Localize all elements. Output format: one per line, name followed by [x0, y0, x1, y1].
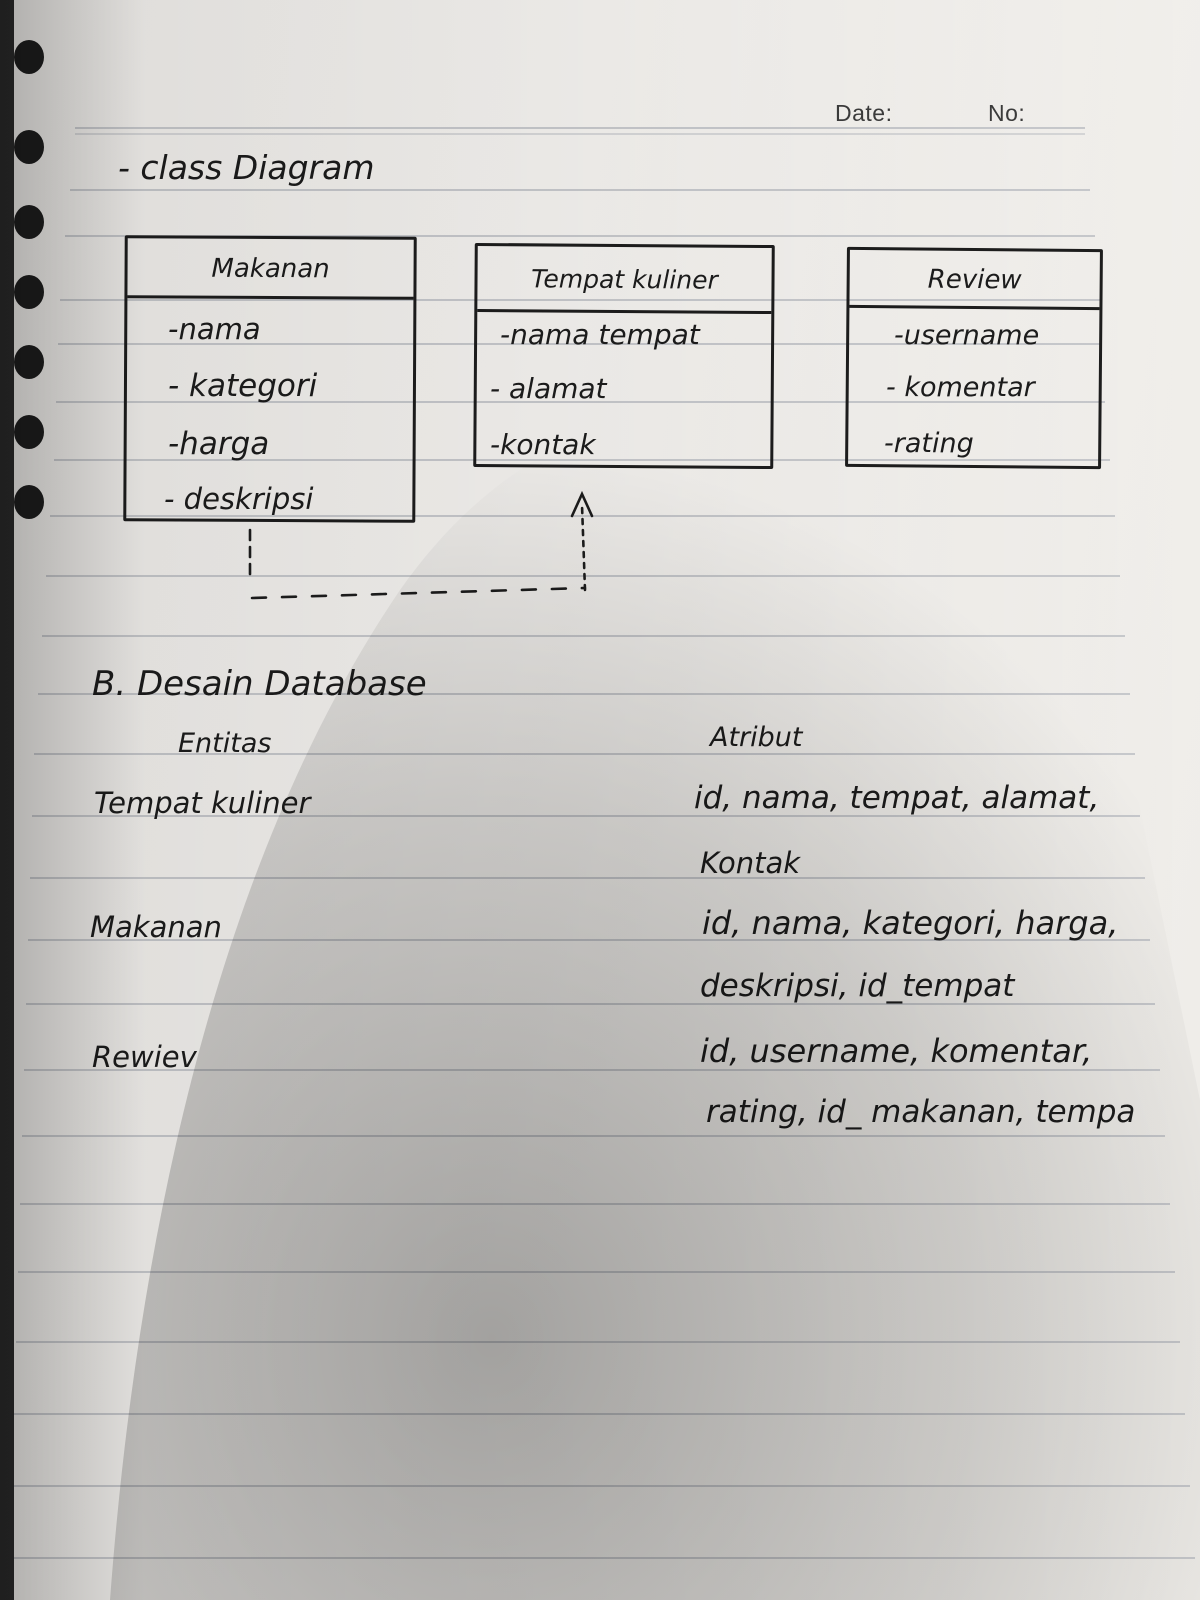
binding-hole — [14, 415, 44, 449]
class-name: Tempat kuliner — [477, 245, 772, 315]
class-name: Makanan — [127, 238, 414, 300]
entity-attributes: Kontak — [700, 846, 801, 880]
entity-attributes: id, username, komentar, — [700, 1032, 1093, 1070]
entity-column-header: Entitas — [178, 728, 272, 759]
entity-name: Rewiev — [92, 1040, 197, 1074]
entity-attributes: id, nama, kategori, harga, — [702, 904, 1119, 942]
class-diagram-heading: - class Diagram — [118, 148, 375, 187]
binding-hole — [14, 345, 44, 379]
class-attribute: -kontak — [490, 428, 596, 461]
date-label: Date: — [835, 100, 893, 126]
class-attribute: - komentar — [886, 372, 1035, 403]
entity-name: Tempat kuliner — [94, 786, 311, 820]
binding-hole — [14, 205, 44, 239]
entity-attributes: deskripsi, id_tempat — [700, 968, 1015, 1004]
class-attribute: -harga — [168, 426, 270, 462]
number-label: No: — [988, 100, 1026, 126]
entity-name: Makanan — [90, 910, 222, 944]
class-attribute: - alamat — [490, 372, 607, 405]
binding-hole — [14, 40, 44, 74]
binding-hole — [14, 275, 44, 309]
class-attribute: -nama — [168, 312, 261, 346]
class-attribute: -nama tempat — [500, 318, 700, 351]
entity-attributes: id, nama, tempat, alamat, — [694, 780, 1100, 816]
database-design-heading: B. Desain Database — [92, 664, 427, 704]
binding-hole — [14, 485, 44, 519]
attribute-column-header: Atribut — [710, 722, 803, 753]
class-name: Review — [849, 249, 1100, 311]
class-attribute: - deskripsi — [164, 482, 314, 516]
class-attribute: -username — [894, 320, 1040, 351]
class-attribute: - kategori — [168, 368, 318, 404]
entity-attributes: rating, id_ makanan, tempa — [706, 1094, 1136, 1130]
class-attribute: -rating — [884, 428, 974, 459]
binding-hole — [14, 130, 44, 164]
